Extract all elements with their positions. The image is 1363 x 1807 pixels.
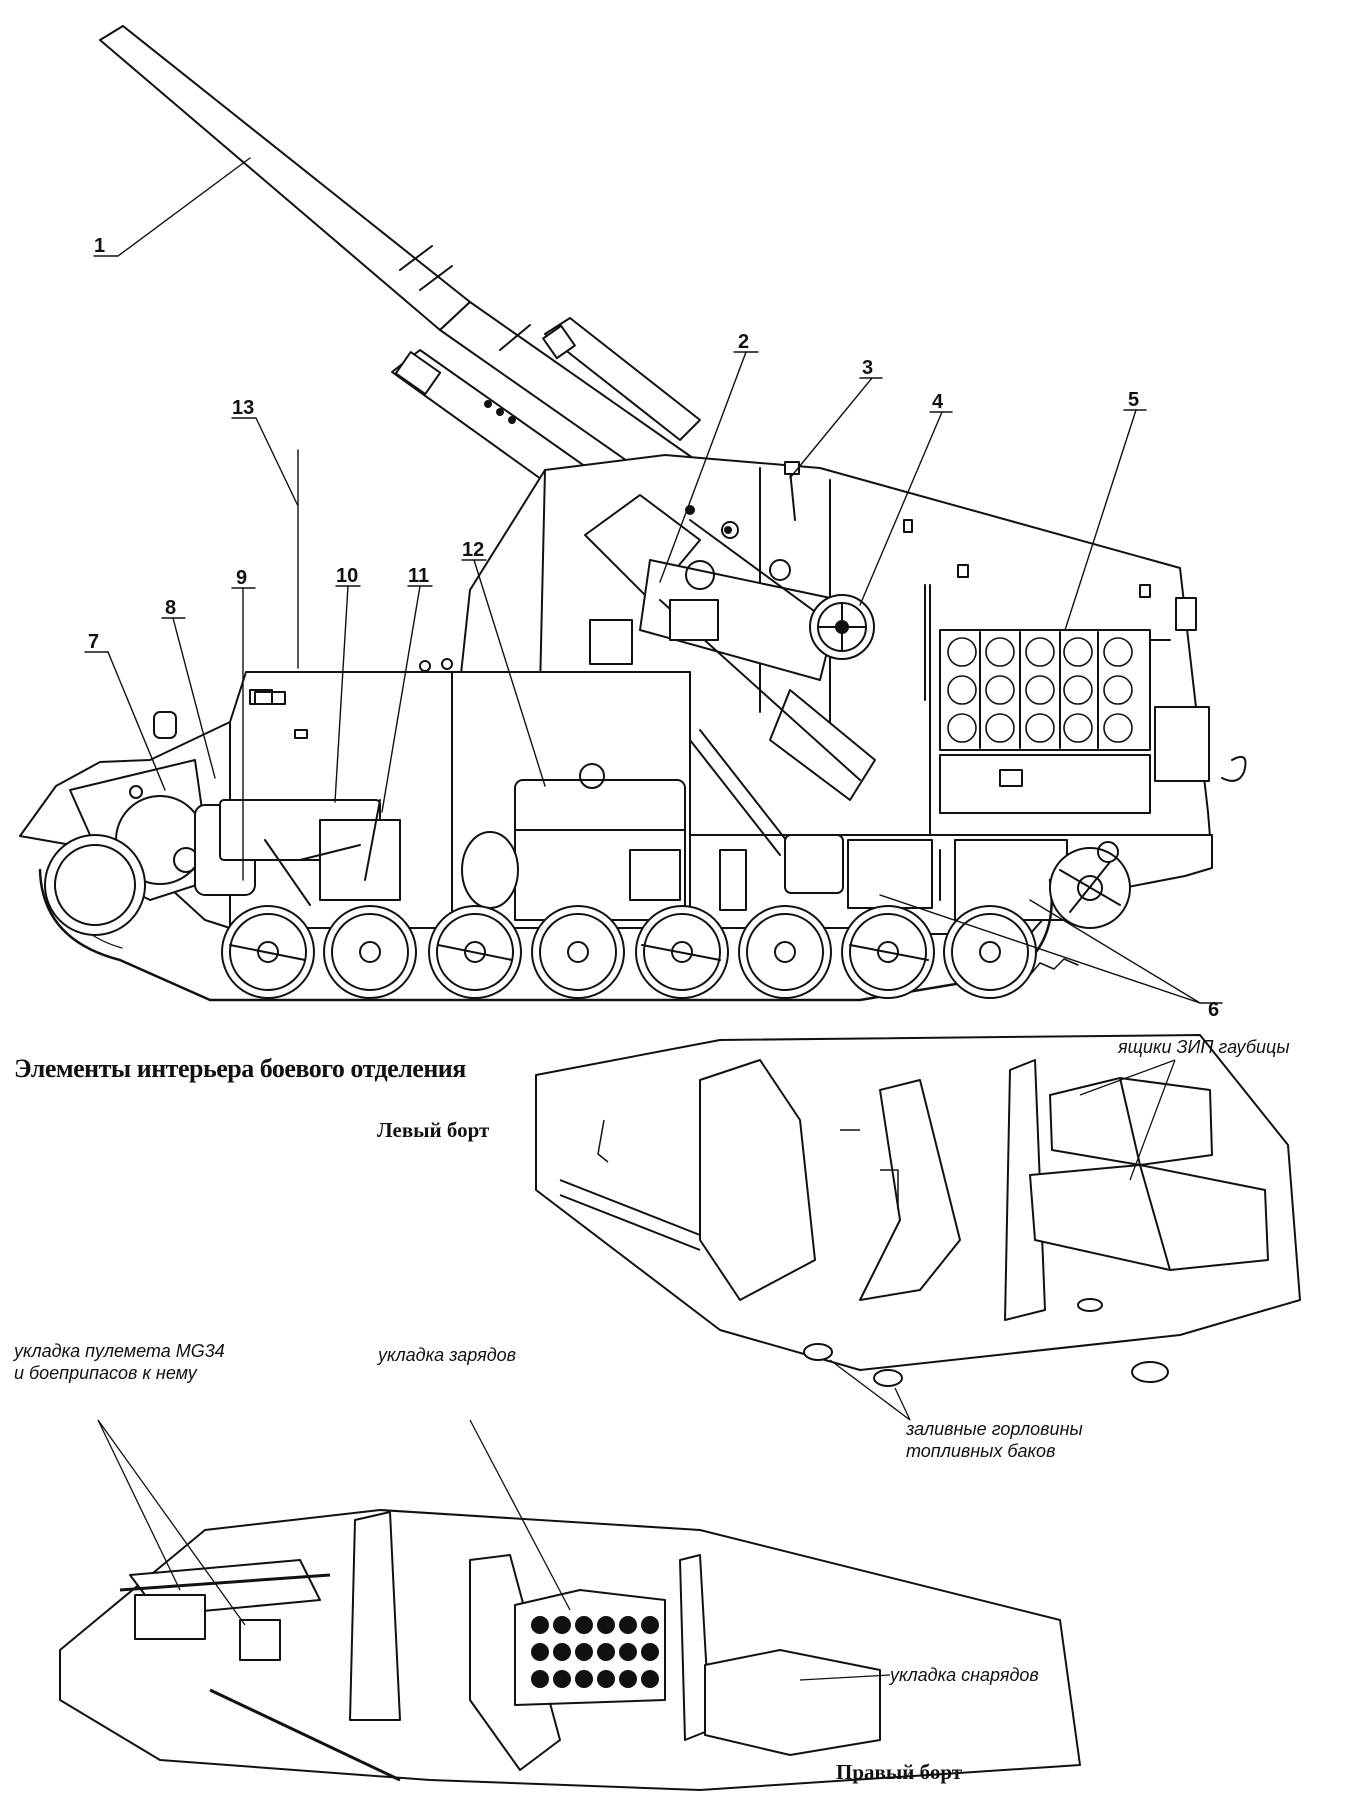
- label-charges-stowage: укладка зарядов: [378, 1344, 516, 1366]
- callout-12: 12: [462, 539, 485, 561]
- running-gear: [38, 834, 1131, 1002]
- callout-11: 11: [408, 565, 430, 587]
- callout-leaders: [84, 157, 1223, 1004]
- view-title-right-side: Правый борт: [836, 1760, 963, 1784]
- ammo-rack: [939, 629, 1151, 814]
- label-shells-stowage: укладка снарядов: [890, 1664, 1039, 1686]
- left-side-interior: [535, 1034, 1301, 1421]
- lower-hull: [19, 658, 1213, 935]
- callout-10: 10: [336, 565, 359, 587]
- callout-5: 5: [1128, 389, 1140, 411]
- callout-2: 2: [738, 331, 750, 353]
- right-side-interior: [59, 1419, 1081, 1791]
- label-shells-stowage-text: укладка снарядов: [890, 1665, 1039, 1685]
- callout-9: 9: [236, 567, 248, 589]
- callout-8: 8: [165, 597, 177, 619]
- callout-3: 3: [862, 357, 874, 379]
- label-mg-stowage: укладка пулемета MG34 и боеприпасов к не…: [14, 1340, 225, 1384]
- callout-1: 1: [94, 235, 106, 257]
- label-mg-stowage-line1: укладка пулемета MG34: [14, 1341, 225, 1361]
- callout-6: 6: [1208, 999, 1220, 1021]
- callout-4: 4: [932, 391, 944, 413]
- label-charges-stowage-text: укладка зарядов: [378, 1345, 517, 1365]
- section-heading: Элементы интерьера боевого отделения: [14, 1054, 466, 1083]
- label-mg-stowage-line2: и боеприпасов к нему: [14, 1363, 197, 1383]
- callout-7: 7: [88, 631, 100, 653]
- label-zip-boxes: ящики ЗИП гаубицы: [1118, 1036, 1290, 1058]
- gun-mount: [584, 461, 926, 801]
- label-fuel-fillers-line1: заливные горловины: [906, 1419, 1083, 1439]
- label-fuel-fillers-line2: топливных баков: [906, 1441, 1056, 1461]
- view-title-left-side: Левый борт: [377, 1118, 490, 1142]
- callout-13: 13: [232, 397, 255, 419]
- label-zip-boxes-text: ящики ЗИП гаубицы: [1118, 1037, 1290, 1057]
- barrel: [99, 25, 711, 531]
- label-fuel-fillers: заливные горловины топливных баков: [906, 1418, 1083, 1462]
